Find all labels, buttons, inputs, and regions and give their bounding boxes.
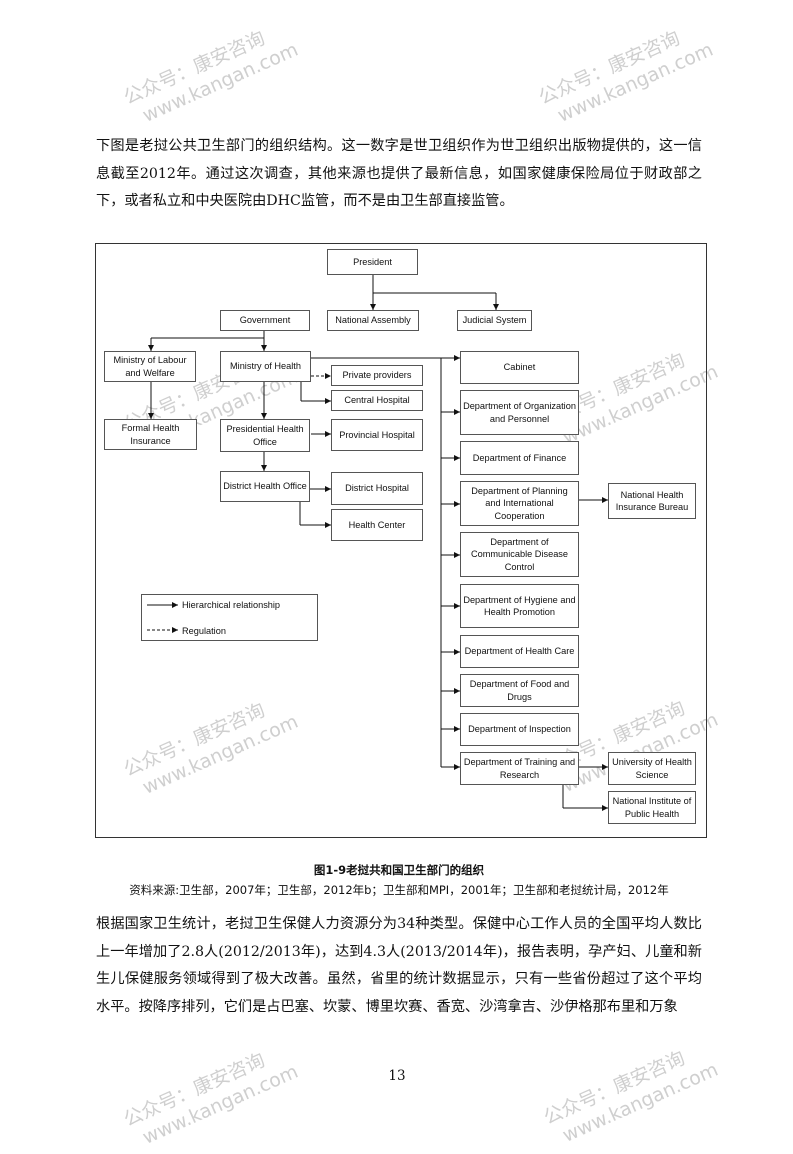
legend: Hierarchical relationship Regulation — [141, 594, 318, 641]
box-dept-care: Department of Health Care — [460, 635, 579, 668]
box-national-assembly: National Assembly — [327, 310, 419, 331]
box-dept-finance: Department of Finance — [460, 441, 579, 475]
box-private-providers: Private providers — [331, 365, 423, 386]
box-dept-planning: Department of Planning and International… — [460, 481, 579, 526]
intro-paragraph: 下图是老挝公共卫生部门的组织结构。这一数字是世卫组织作为世卫组织出版物提供的，这… — [96, 138, 702, 209]
box-cabinet: Cabinet — [460, 351, 579, 384]
box-central-hospital: Central Hospital — [331, 390, 423, 411]
body-paragraph: 根据国家卫生统计，老挝卫生保健人力资源分为34种类型。保健中心工作人员的全国平均… — [96, 916, 702, 1015]
box-nip: National Institute of Public Health — [608, 791, 696, 824]
box-dept-hygiene: Department of Hygiene and Health Promoti… — [460, 584, 579, 628]
box-dept-organization: Department of Organization and Personnel — [460, 390, 579, 435]
box-health-center: Health Center — [331, 509, 423, 541]
box-dept-food: Department of Food and Drugs — [460, 674, 579, 707]
box-nhib: National Health Insurance Bureau — [608, 483, 696, 519]
box-district-hospital: District Hospital — [331, 472, 423, 505]
box-provincial-hospital: Provincial Hospital — [331, 419, 423, 451]
figure-caption: 图1-9老挝共和国卫生部门的组织 — [313, 863, 485, 877]
box-dept-training: Department of Training and Research — [460, 752, 579, 785]
connector-lines — [147, 275, 608, 811]
legend-regulation: Regulation — [182, 626, 226, 636]
org-chart: President Government National Assembly J… — [95, 243, 707, 838]
box-district-office: District Health Office — [220, 471, 310, 502]
figure-source: 资料来源:卫生部，2007年；卫生部，2012年b；卫生部和MPI，2001年；… — [129, 883, 669, 897]
box-dept-disease: Department of Communicable Disease Contr… — [460, 532, 579, 577]
box-ministry-health: Ministry of Health — [220, 351, 311, 382]
box-ministry-labour: Ministry of Labour and Welfare — [104, 351, 196, 382]
box-government: Government — [220, 310, 310, 331]
box-president: President — [327, 249, 418, 275]
box-dept-inspection: Department of Inspection — [460, 713, 579, 746]
box-university: University of Health Science — [608, 752, 696, 785]
legend-hierarchical: Hierarchical relationship — [182, 600, 281, 610]
box-judicial-system: Judicial System — [457, 310, 532, 331]
box-formal-insurance: Formal Health Insurance — [104, 419, 197, 450]
box-presidential-office: Presidential Health Office — [220, 419, 310, 452]
page-number: 13 — [388, 1068, 406, 1084]
